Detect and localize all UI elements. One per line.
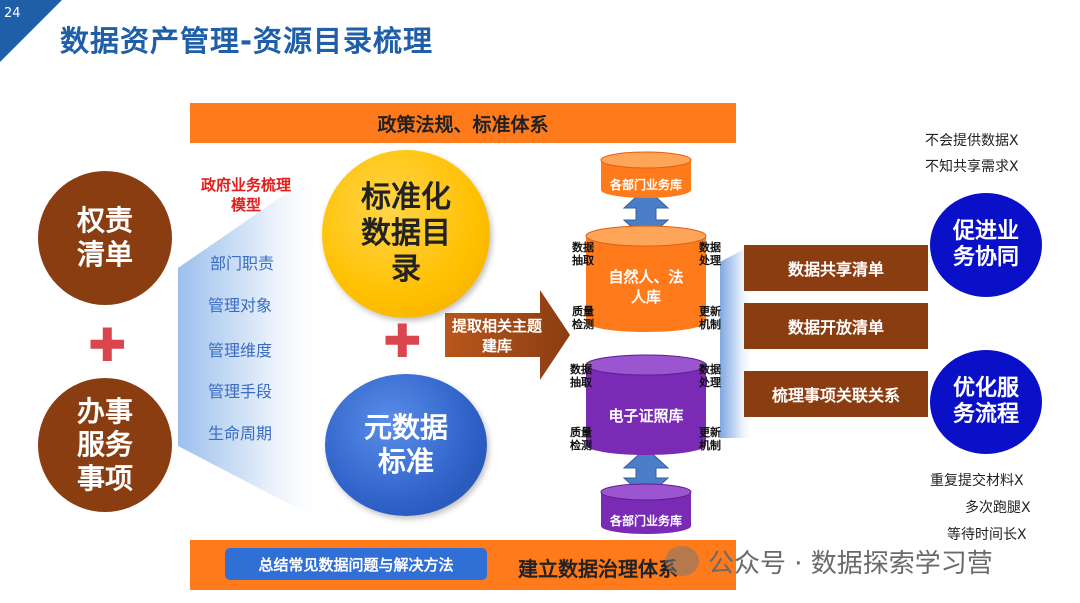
update-mechanism-label: 更新机制 [699, 426, 721, 452]
data-sharing-list: 数据共享清单 [744, 245, 928, 291]
db-top-label: 各部门业务库 [609, 178, 682, 192]
quality-check-label: 质量检测 [570, 426, 592, 452]
item-relation-list: 梳理事项关联关系 [744, 371, 928, 417]
policy-standards-bar: 政策法规、标准体系 [190, 103, 736, 143]
update-mechanism-label: 更新机制 [699, 305, 721, 331]
model-item: 管理手段 [208, 382, 273, 401]
data-extract-label: 数据抽取 [572, 241, 594, 267]
db-certificate-label: 电子证照库 [608, 407, 684, 425]
page-number: 24 [4, 6, 21, 21]
extract-arrow-shape [445, 290, 570, 380]
plus-icon-center: ✚ [383, 314, 422, 368]
data-extract-label: 数据抽取 [570, 363, 592, 389]
data-process-label: 数据处理 [699, 363, 721, 389]
summarize-problems-button: 总结常见数据问题与解决方法 [225, 548, 487, 580]
db-natural-legal-label: 自然人、法人库 [608, 268, 684, 306]
db-natural-legal-cylinder [585, 225, 707, 332]
plus-icon-left: ✚ [88, 318, 127, 372]
problem-note: 重复提交材料X [930, 473, 1024, 489]
db-bottom-cylinder [600, 483, 692, 534]
metadata-standard-label: 元数据标准 [363, 411, 448, 478]
standard-catalog-circle: 标准化数据目录 [322, 150, 490, 318]
data-process-label: 数据处理 [699, 241, 721, 267]
problem-note: 不会提供数据X [925, 133, 1019, 149]
metadata-standard-circle: 元数据标准 [325, 374, 487, 516]
db-top-cylinder [600, 151, 692, 198]
governance-bar-label: 建立数据治理体系 [518, 557, 678, 581]
business-collab-label: 促进业务协同 [952, 218, 1019, 270]
service-items-circle: 办事服务事项 [38, 378, 172, 512]
page-number-corner [0, 0, 62, 62]
quality-check-label: 质量检测 [572, 305, 594, 331]
model-item: 部门职责 [210, 254, 275, 273]
standard-catalog-label: 标准化数据目录 [361, 180, 451, 287]
responsibility-list-circle: 权责清单 [38, 171, 172, 305]
model-item: 管理对象 [208, 296, 273, 315]
db-bottom-label: 各部门业务库 [609, 514, 682, 528]
left-funnel-shape [178, 170, 320, 520]
watermark-text: 公众号 · 数据探索学习营 [708, 549, 993, 579]
db-certificate-cylinder [585, 354, 707, 455]
extract-arrow-label: 提取相关主题建库 [452, 317, 543, 355]
business-collab-circle: 促进业务协同 [930, 193, 1042, 297]
problem-note: 多次跑腿X [965, 500, 1031, 516]
data-open-list: 数据开放清单 [744, 303, 928, 349]
model-item: 生命周期 [208, 424, 273, 443]
wechat-logo-icon [665, 546, 699, 576]
model-title: 政府业务梳理模型 [200, 176, 291, 214]
model-item: 管理维度 [208, 341, 273, 360]
problem-note: 等待时间长X [947, 527, 1027, 543]
page-title: 数据资产管理-资源目录梳理 [60, 24, 434, 58]
service-flow-circle: 优化服务流程 [930, 350, 1042, 454]
problem-note: 不知共享需求X [925, 159, 1019, 175]
responsibility-list-label: 权责清单 [76, 204, 133, 271]
service-flow-label: 优化服务流程 [952, 375, 1019, 427]
service-items-label: 办事服务事项 [76, 394, 133, 495]
